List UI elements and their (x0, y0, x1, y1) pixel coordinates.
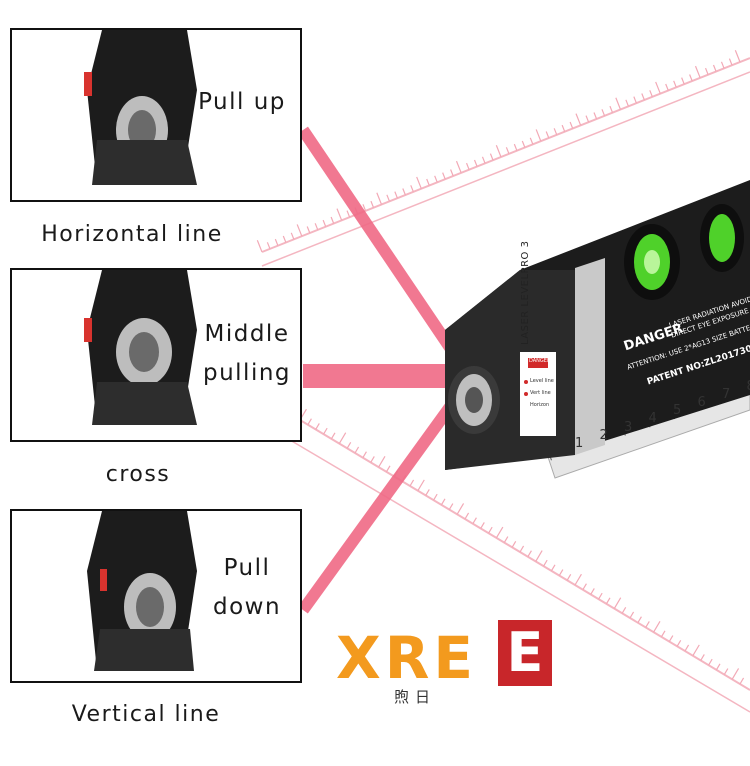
spirit-level-vial (624, 204, 744, 300)
tape-ruler-number: 5 (673, 403, 682, 419)
tape-ruler-number: 3 (624, 419, 633, 435)
mini-device-illustration (84, 270, 197, 425)
brand-letters: XRE (336, 624, 477, 692)
red-switch-icon (84, 72, 92, 96)
panel-instruction-line: Middle (204, 321, 290, 347)
panel-instruction: Pull up (192, 83, 292, 122)
brand-subtitle: 煦日 (394, 688, 437, 706)
laser-beam-upper (298, 126, 460, 359)
panel-middle-pulling: Middle pulling (10, 268, 302, 442)
panel-instruction-line: pulling (202, 360, 292, 386)
mini-device-illustration (87, 511, 197, 671)
tape-ruler-number: 4 (648, 411, 657, 427)
tape-ruler-number: 1 (575, 436, 584, 451)
panel-instruction: Middle pulling (192, 315, 300, 393)
panel-instruction-line: Pull up (198, 89, 286, 115)
panel-instruction-line: Pull (223, 555, 271, 581)
tape-ruler-number: 6 (697, 395, 706, 410)
danger-label-item: Vert line (530, 390, 551, 396)
brand-logo: XRE E 煦日 (336, 620, 566, 720)
mini-device-illustration (84, 30, 197, 185)
danger-label-title: DANGER (529, 358, 551, 364)
device-brand-label: LASER LEVELPRO 3 (520, 240, 531, 345)
laser-emitter-knob (448, 366, 500, 434)
laser-beam-lower (298, 396, 460, 614)
panel-instruction-line: down (212, 594, 282, 620)
laser-beam-middle (303, 364, 463, 388)
danger-label-item: Level line (530, 378, 554, 384)
tape-ruler-number: 7 (722, 386, 731, 402)
panel-instruction: Pull down (202, 549, 292, 627)
laser-beams (298, 126, 463, 614)
panel-caption: cross (105, 462, 171, 487)
upper-ruler (256, 50, 750, 267)
panel-caption: Vertical line (71, 702, 221, 727)
red-switch-icon (84, 318, 92, 342)
panel-caption: Horizontal line (41, 222, 223, 247)
lower-ruler (289, 408, 750, 713)
tape-ruler-number: 8 (747, 379, 750, 394)
danger-label-item: Horizon (530, 402, 550, 408)
panel-pull-down: Pull down (10, 509, 302, 683)
brand-letter-box: E (498, 620, 552, 686)
red-switch-icon (100, 569, 107, 591)
panel-pull-up: Pull up (10, 28, 302, 202)
tape-ruler-number: 2 (599, 427, 608, 443)
